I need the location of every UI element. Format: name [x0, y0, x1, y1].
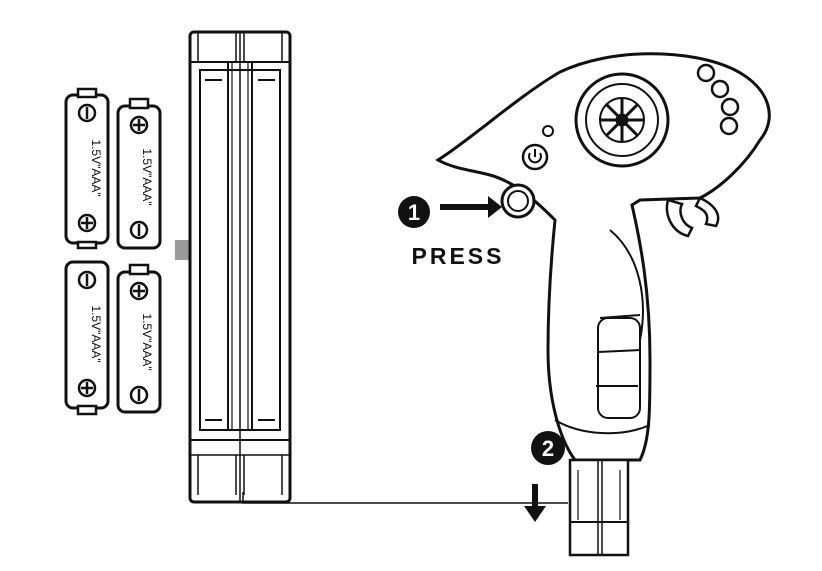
battery-holder	[188, 30, 292, 504]
battery-4: 1.5V"AAA"	[116, 263, 162, 414]
step-1: 1 PRESS	[398, 196, 505, 269]
trim-knob-4	[719, 116, 739, 136]
power-icon	[528, 149, 542, 164]
trim-knob-2	[710, 79, 730, 99]
battery-compartment	[568, 458, 630, 557]
step-1-label: PRESS	[412, 243, 505, 269]
battery-4-label: 1.5V"AAA"	[140, 313, 154, 370]
step-2: 2	[524, 431, 565, 522]
step-1-number: 1	[408, 200, 420, 225]
step-2-number: 2	[542, 436, 554, 461]
trim-knob-3	[720, 97, 740, 117]
down-arrow-shaft	[532, 484, 538, 508]
battery-1-label: 1.5V"AAA"	[89, 139, 103, 196]
press-arrow	[440, 196, 502, 218]
battery-2: 1.5V"AAA"	[116, 97, 162, 250]
indicator-led	[542, 125, 554, 137]
holder-connector-line	[242, 492, 568, 504]
battery-3: 1.5V"AAA"	[64, 260, 110, 416]
battery-2-label: 1.5V"AAA"	[140, 148, 154, 205]
trim-knob-1	[696, 63, 716, 83]
remote-controller	[435, 52, 771, 557]
down-arrow-icon	[524, 506, 546, 522]
battery-3-label: 1.5V"AAA"	[89, 305, 103, 362]
battery-1: 1.5V"AAA"	[64, 87, 110, 250]
